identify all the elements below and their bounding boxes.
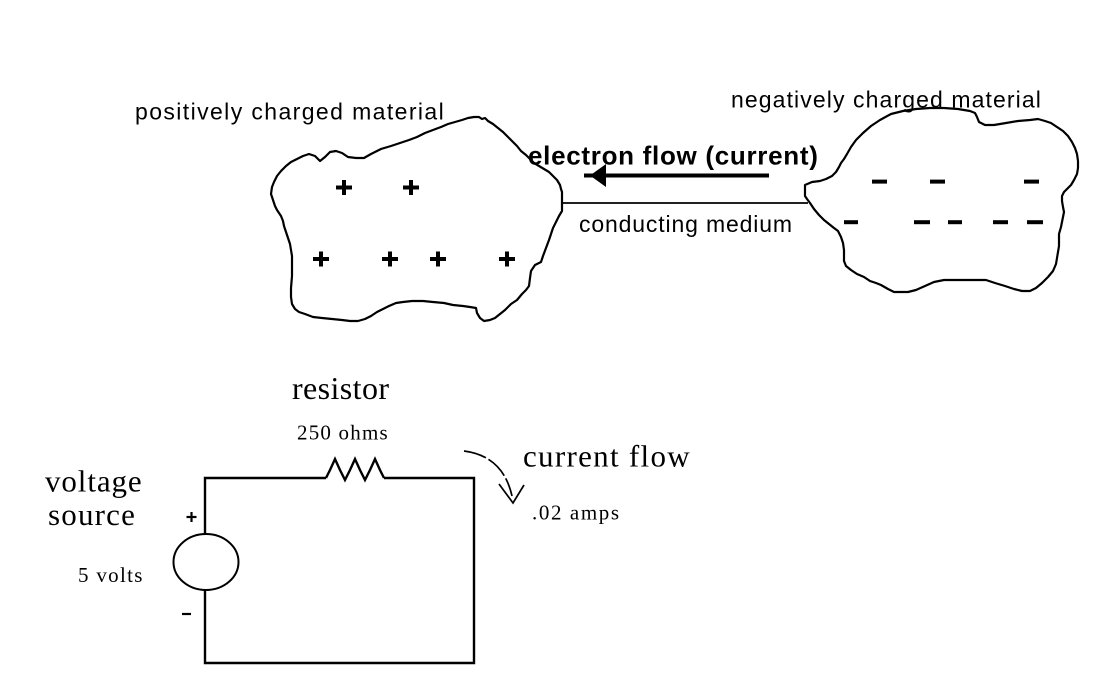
svg-text:conducting medium: conducting medium xyxy=(579,211,793,237)
svg-text:negatively charged material: negatively charged material xyxy=(731,87,1042,113)
svg-text:positively charged material: positively charged material xyxy=(135,99,445,125)
svg-text:source: source xyxy=(48,497,136,532)
svg-text:voltage: voltage xyxy=(45,464,143,499)
svg-text:250 ohms: 250 ohms xyxy=(297,421,389,445)
svg-text:.02 amps: .02 amps xyxy=(532,501,621,525)
svg-text:electron flow (current): electron flow (current) xyxy=(528,141,819,171)
svg-text:5 volts: 5 volts xyxy=(78,563,144,587)
svg-text:current flow: current flow xyxy=(523,439,691,474)
svg-text:resistor: resistor xyxy=(292,370,389,406)
